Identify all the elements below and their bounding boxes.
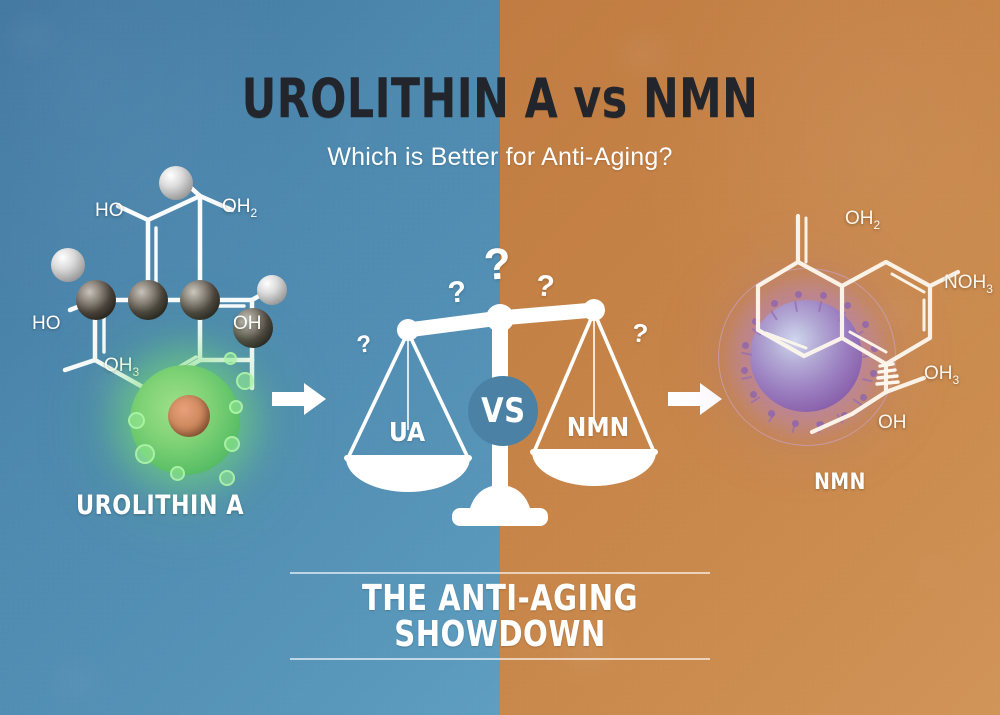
urolithin-a-label: UROLITHIN A <box>75 490 244 521</box>
urolithin-a-cell-nucleus <box>168 395 210 437</box>
cell-bubble <box>170 466 185 481</box>
molecule-label-oh: OH <box>233 313 262 334</box>
page-subtitle: Which is Better for Anti-Aging? <box>327 143 673 171</box>
nmn-cell-spike-tip <box>768 409 776 417</box>
nmn-cell-spike-tip <box>861 320 869 328</box>
cell-bubble <box>128 412 145 429</box>
molecule-label-ho-2: HO <box>32 313 61 334</box>
question-mark-icon: ? <box>355 330 374 359</box>
vs-badge: VS <box>468 376 538 446</box>
cell-bubble <box>229 400 243 414</box>
nmn-cell <box>750 300 862 412</box>
molecule-label-ho-1: HO <box>95 200 124 221</box>
nmn-cell-spike-tip <box>770 300 778 308</box>
nmn-cell-spike-tip <box>741 341 749 349</box>
nmn-molecule-label-noh3: NOH3 <box>944 272 993 296</box>
nmn-cell-spike-tip <box>740 367 748 375</box>
bg-blob <box>920 560 950 582</box>
cell-bubble <box>135 444 155 464</box>
cell-bubble <box>219 470 235 486</box>
nmn-molecule-label-oh2: OH2 <box>845 208 881 232</box>
molecule-label-oh3: OH3 <box>104 355 140 379</box>
nmn-cell-spike-tip <box>859 393 867 401</box>
cell-bubble <box>236 372 254 390</box>
vs-badge-label: VS <box>480 391 526 431</box>
scale-left-pan-label: UA <box>388 418 426 448</box>
bg-blob <box>14 26 48 48</box>
molecule-label-oh2: OH2 <box>222 196 258 220</box>
question-mark-icon: ? <box>482 239 513 290</box>
nmn-molecule-label-oh: OH <box>878 412 907 433</box>
nmn-cell-spike-tip <box>794 290 802 298</box>
footer-title: THE ANTI-AGING SHOWDOWN <box>361 578 639 655</box>
cell-bubble <box>224 436 240 452</box>
footer-banner: THE ANTI-AGING SHOWDOWN <box>290 572 710 660</box>
question-mark-icon: ? <box>630 317 650 349</box>
nmn-cell-spike-tip <box>871 344 879 352</box>
scale-right-pan-label: NMN <box>566 413 630 443</box>
nmn-cell-spike-tip <box>843 302 851 309</box>
cell-bubble <box>224 352 237 365</box>
nmn-cell-spike-tip <box>752 318 759 326</box>
footer-rule-bottom <box>290 658 710 660</box>
question-mark-icon: ? <box>446 275 468 310</box>
nmn-molecule-label-oh3: OH3 <box>924 363 960 387</box>
nmn-cell-spike-tip <box>820 291 828 299</box>
page-title: UROLITHIN A vs NMN <box>241 67 759 130</box>
question-mark-icon: ? <box>534 269 556 304</box>
nmn-cell-spike-tip <box>870 370 878 378</box>
bg-blob <box>620 40 666 68</box>
nmn-cell-spike-tip <box>791 420 799 428</box>
nmn-cell-spike-tip <box>750 391 758 399</box>
bg-blob <box>56 668 96 694</box>
nmn-label: NMN <box>814 470 866 495</box>
footer-rule-top <box>290 572 710 574</box>
